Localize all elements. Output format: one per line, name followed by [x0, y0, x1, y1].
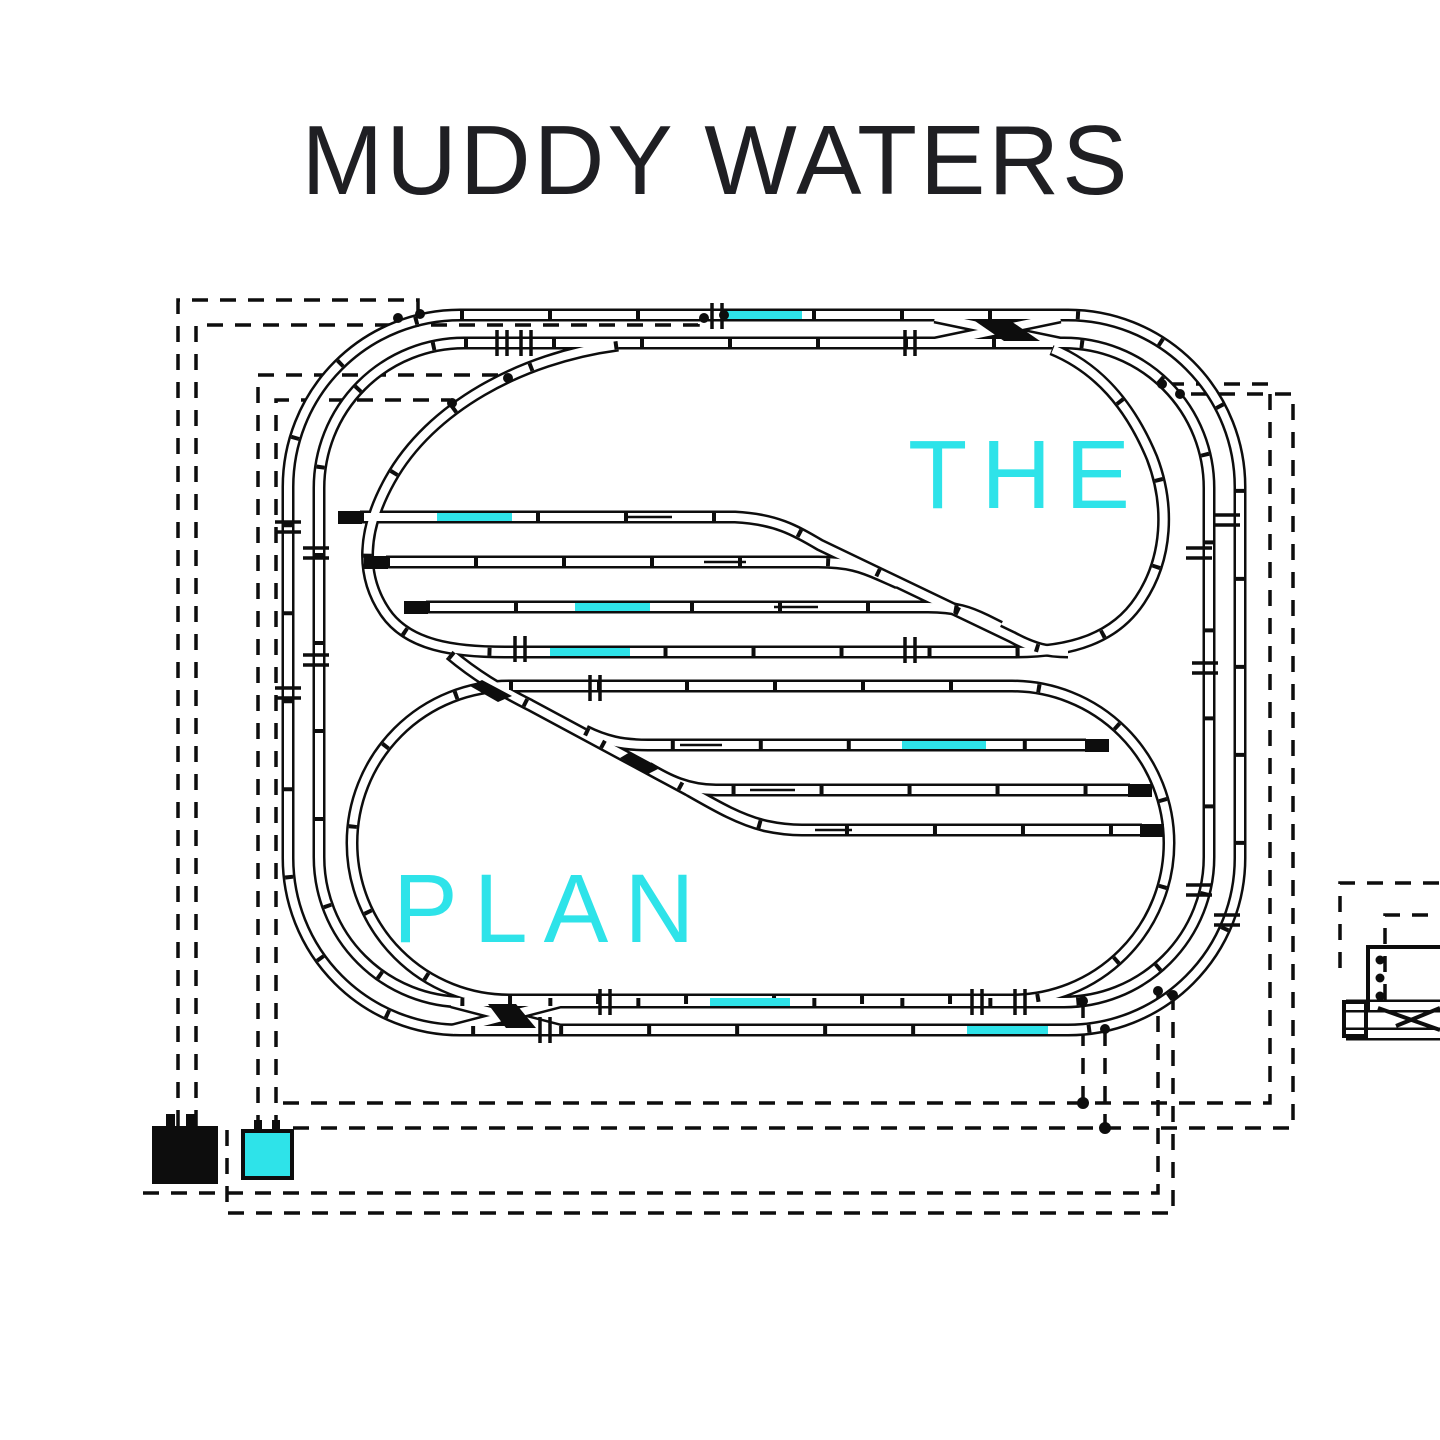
frog-bottom-left-crossover [488, 1004, 536, 1028]
frog-middle-ladder [470, 680, 512, 702]
wire-left-3 [256, 373, 505, 1131]
wire-bottom-2 [225, 995, 1175, 1215]
terminal-nub [272, 1120, 280, 1133]
word-the: THE [908, 420, 1144, 529]
right-edge-module [1342, 945, 1440, 1038]
wire-module-2 [1383, 913, 1440, 1000]
wire-right-outer [283, 382, 1272, 1105]
bumper-siding-1 [338, 511, 362, 524]
frog-bottom-ladder [620, 752, 660, 774]
bumper-bottom-siding-2 [1128, 784, 1152, 797]
wiring-dashed-lines [143, 298, 1440, 1215]
power-pack-black-box [152, 1114, 218, 1184]
controller-cyan-box [241, 1120, 294, 1180]
highlighted-track-sections [437, 311, 1048, 1034]
poster-title: MUDDY WATERS [301, 105, 1130, 215]
frog-top-right-crossover [972, 319, 1040, 341]
bumper-siding-3 [404, 601, 428, 614]
wire-left-1 [176, 298, 420, 1126]
module-switch-diagonal [1377, 1006, 1440, 1032]
bumpers-and-switch-frogs [338, 319, 1164, 1028]
bumper-siding-2 [364, 556, 388, 569]
terminal-nub [166, 1114, 175, 1128]
terminal-nub [186, 1114, 195, 1128]
bumper-bottom-siding-3 [1140, 824, 1164, 837]
bumper-bottom-siding-1 [1085, 739, 1109, 752]
wire-connection-dots [393, 309, 1185, 1134]
wire-module-1 [1338, 881, 1440, 968]
wire-left-4 [274, 398, 450, 1131]
terminal-nub [254, 1120, 262, 1133]
module-track-end-cap [1342, 1000, 1368, 1038]
track-section-details [626, 515, 852, 832]
wire-left-2 [194, 320, 700, 1126]
wire-bottom-1 [143, 992, 1160, 1195]
word-plan: PLAN [393, 854, 710, 963]
module-terminal-box [1366, 945, 1440, 1011]
